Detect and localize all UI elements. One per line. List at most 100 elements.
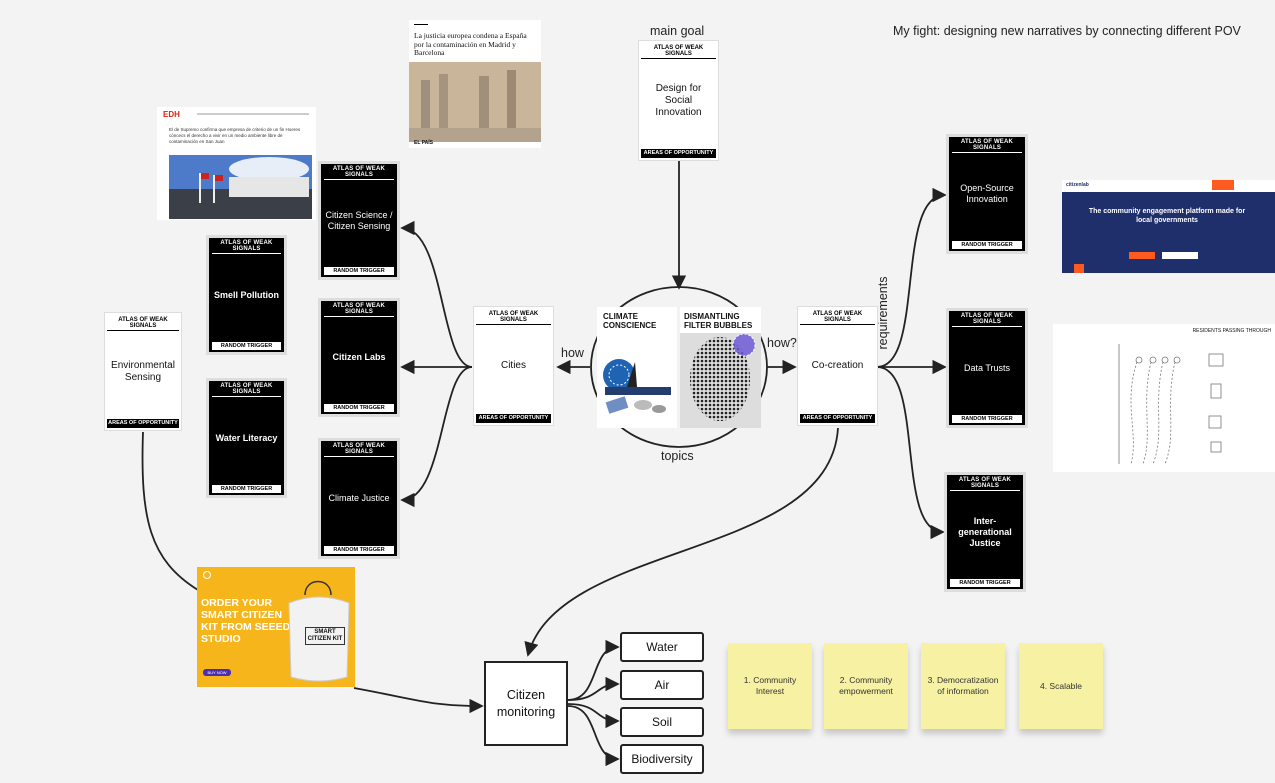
card-open-source[interactable]: ATLAS OF WEAK SIGNALS Open-Source Innova… bbox=[946, 134, 1028, 254]
platform-brand: citizenlab bbox=[1066, 182, 1089, 188]
card-title: Climate Justice bbox=[328, 493, 390, 503]
platform-hero bbox=[1062, 192, 1275, 273]
citizen-monitoring-box[interactable]: Citizen monitoring bbox=[484, 661, 568, 746]
nav-bar bbox=[197, 113, 309, 115]
news-source: EL PAÍS bbox=[414, 140, 433, 146]
arrow-cities-citizen-science bbox=[400, 220, 473, 368]
platform-headline: The community engagement platform made f… bbox=[1088, 208, 1246, 224]
how-label: how bbox=[561, 346, 584, 360]
topic-title: DISMANTLING FILTER BUBBLES bbox=[684, 312, 753, 330]
card-smell-pollution[interactable]: ATLAS OF WEAK SIGNALS Smell Pollution RA… bbox=[206, 235, 287, 355]
card-title: Design for Social Innovation bbox=[655, 82, 702, 118]
card-footer: AREAS OF OPPORTUNITY bbox=[641, 149, 716, 158]
card-title: Co-creation bbox=[811, 360, 864, 371]
sticky-note-community-interest[interactable]: 1. Community Interest bbox=[728, 643, 812, 729]
card-climate-justice[interactable]: ATLAS OF WEAK SIGNALS Climate Justice RA… bbox=[318, 438, 400, 559]
accent-block bbox=[1074, 264, 1084, 273]
topic-card-climate-conscience[interactable]: CLIMATE CONSCIENCE bbox=[597, 307, 677, 428]
citizen-monitoring-label: Citizen monitoring bbox=[496, 687, 556, 719]
platform-thumbnail[interactable]: citizenlab The community engagement plat… bbox=[1062, 180, 1275, 273]
card-title: Smell Pollution bbox=[213, 289, 279, 300]
card-footer: RANDOM TRIGGER bbox=[324, 546, 394, 554]
arrow-cm-water bbox=[567, 639, 620, 701]
card-environmental-sensing[interactable]: ATLAS OF WEAK SIGNALS Environmental Sens… bbox=[104, 312, 182, 431]
monitoring-item-air[interactable]: Air bbox=[620, 670, 704, 700]
monitoring-item-water[interactable]: Water bbox=[620, 632, 704, 662]
card-header: ATLAS OF WEAK SIGNALS bbox=[324, 166, 394, 180]
climate-illustration bbox=[603, 359, 671, 414]
sticky-note-scalable[interactable]: 4. Scalable bbox=[1019, 643, 1103, 729]
card-footer: RANDOM TRIGGER bbox=[952, 241, 1022, 249]
card-title: Data Trusts bbox=[963, 362, 1010, 373]
brand-icon bbox=[203, 571, 211, 579]
arrow-co-citizen-monitoring bbox=[524, 427, 839, 657]
arrow-cities-climate-justice bbox=[400, 366, 473, 508]
line-env-sensing-ad bbox=[141, 431, 199, 591]
monitoring-item-biodiversity[interactable]: Biodiversity bbox=[620, 744, 704, 774]
skyline-photo bbox=[409, 62, 541, 142]
card-footer: RANDOM TRIGGER bbox=[952, 415, 1022, 423]
card-footer: RANDOM TRIGGER bbox=[212, 342, 281, 350]
card-header: ATLAS OF WEAK SIGNALS bbox=[641, 45, 716, 59]
news-thumbnail[interactable]: La justicia europea condena a España por… bbox=[409, 20, 541, 148]
card-header: ATLAS OF WEAK SIGNALS bbox=[107, 317, 179, 331]
bag-label: SMART CITIZEN KIT bbox=[305, 627, 345, 645]
card-citizen-science[interactable]: ATLAS OF WEAK SIGNALS Citizen Science / … bbox=[318, 161, 400, 280]
card-footer: AREAS OF OPPORTUNITY bbox=[476, 414, 551, 423]
card-header: ATLAS OF WEAK SIGNALS bbox=[476, 311, 551, 325]
card-title: Inter-generational Justice bbox=[958, 515, 1012, 548]
card-title: Open-Source Innovation bbox=[960, 183, 1014, 204]
arrow-cm-soil bbox=[567, 703, 620, 729]
requirements-label: requirements bbox=[876, 276, 890, 350]
how-question-label: how? bbox=[767, 336, 797, 350]
buy-now-button[interactable]: BUY NOW bbox=[203, 669, 231, 676]
card-intergenerational-justice[interactable]: ATLAS OF WEAK SIGNALS Inter-generational… bbox=[944, 472, 1026, 592]
card-title: Citizen Labs bbox=[332, 352, 386, 362]
sketch-thumbnail[interactable]: RESIDENTS PASSING THROUGH bbox=[1053, 324, 1275, 472]
building-photo bbox=[169, 155, 312, 219]
arrow-ad-citizen-monitoring bbox=[353, 687, 484, 714]
card-title: Cities bbox=[500, 360, 526, 371]
arrow-cm-air bbox=[567, 676, 620, 701]
card-design-social-innovation[interactable]: ATLAS OF WEAK SIGNALS Design for Social … bbox=[638, 40, 719, 161]
sticky-note-community-empowerment[interactable]: 2. Community empowerment bbox=[824, 643, 908, 729]
nav-cta bbox=[1212, 180, 1234, 190]
card-header: ATLAS OF WEAK SIGNALS bbox=[324, 443, 394, 457]
card-title: Citizen Science / Citizen Sensing bbox=[325, 209, 393, 231]
arrow-co-open-source bbox=[876, 187, 947, 368]
card-footer: AREAS OF OPPORTUNITY bbox=[107, 419, 179, 428]
sketch-title: RESIDENTS PASSING THROUGH bbox=[1192, 328, 1271, 334]
card-water-literacy[interactable]: ATLAS OF WEAK SIGNALS Water Literacy RAN… bbox=[206, 378, 287, 498]
small-news-text: El de Supremo confirma que empresa de cr… bbox=[169, 127, 301, 144]
sketch-drawing bbox=[1118, 344, 1224, 465]
card-header: ATLAS OF WEAK SIGNALS bbox=[950, 477, 1020, 491]
kit-bag-illustration bbox=[288, 580, 350, 682]
card-co-creation[interactable]: ATLAS OF WEAK SIGNALS Co-creation AREAS … bbox=[797, 306, 878, 426]
sticky-note-democratization[interactable]: 3. Democratization of information bbox=[921, 643, 1005, 729]
smart-citizen-kit-ad[interactable]: ORDER YOUR SMART CITIZEN KIT FROM SEEED … bbox=[197, 567, 355, 687]
monitoring-item-soil[interactable]: Soil bbox=[620, 707, 704, 737]
arrow-co-intergenerational bbox=[876, 366, 945, 540]
card-cities[interactable]: ATLAS OF WEAK SIGNALS Cities AREAS OF OP… bbox=[473, 306, 554, 426]
divider bbox=[414, 24, 428, 25]
my-fight-label: My fight: designing new narratives by co… bbox=[893, 24, 1241, 38]
small-news-thumbnail[interactable]: EDH El de Supremo confirma que empresa d… bbox=[157, 107, 316, 220]
platform-button-primary bbox=[1129, 252, 1155, 259]
card-header: ATLAS OF WEAK SIGNALS bbox=[952, 139, 1022, 153]
card-footer: RANDOM TRIGGER bbox=[950, 579, 1020, 587]
arrow-cm-biodiversity bbox=[567, 705, 620, 767]
card-citizen-labs[interactable]: ATLAS OF WEAK SIGNALS Citizen Labs RANDO… bbox=[318, 298, 400, 417]
card-data-trusts[interactable]: ATLAS OF WEAK SIGNALS Data Trusts RANDOM… bbox=[946, 308, 1028, 428]
news-headline: La justicia europea condena a España por… bbox=[414, 31, 527, 57]
small-news-logo: EDH bbox=[163, 110, 180, 119]
topics-label: topics bbox=[661, 449, 694, 463]
card-header: ATLAS OF WEAK SIGNALS bbox=[212, 240, 281, 254]
topic-card-filter-bubbles[interactable]: DISMANTLING FILTER BUBBLES bbox=[680, 307, 761, 428]
face-illustration bbox=[680, 333, 761, 428]
card-footer: RANDOM TRIGGER bbox=[324, 404, 394, 412]
card-footer: AREAS OF OPPORTUNITY bbox=[800, 414, 875, 423]
card-title: Environmental Sensing bbox=[111, 359, 175, 383]
topic-title: CLIMATE CONSCIENCE bbox=[603, 312, 657, 330]
platform-button-secondary bbox=[1162, 252, 1198, 259]
